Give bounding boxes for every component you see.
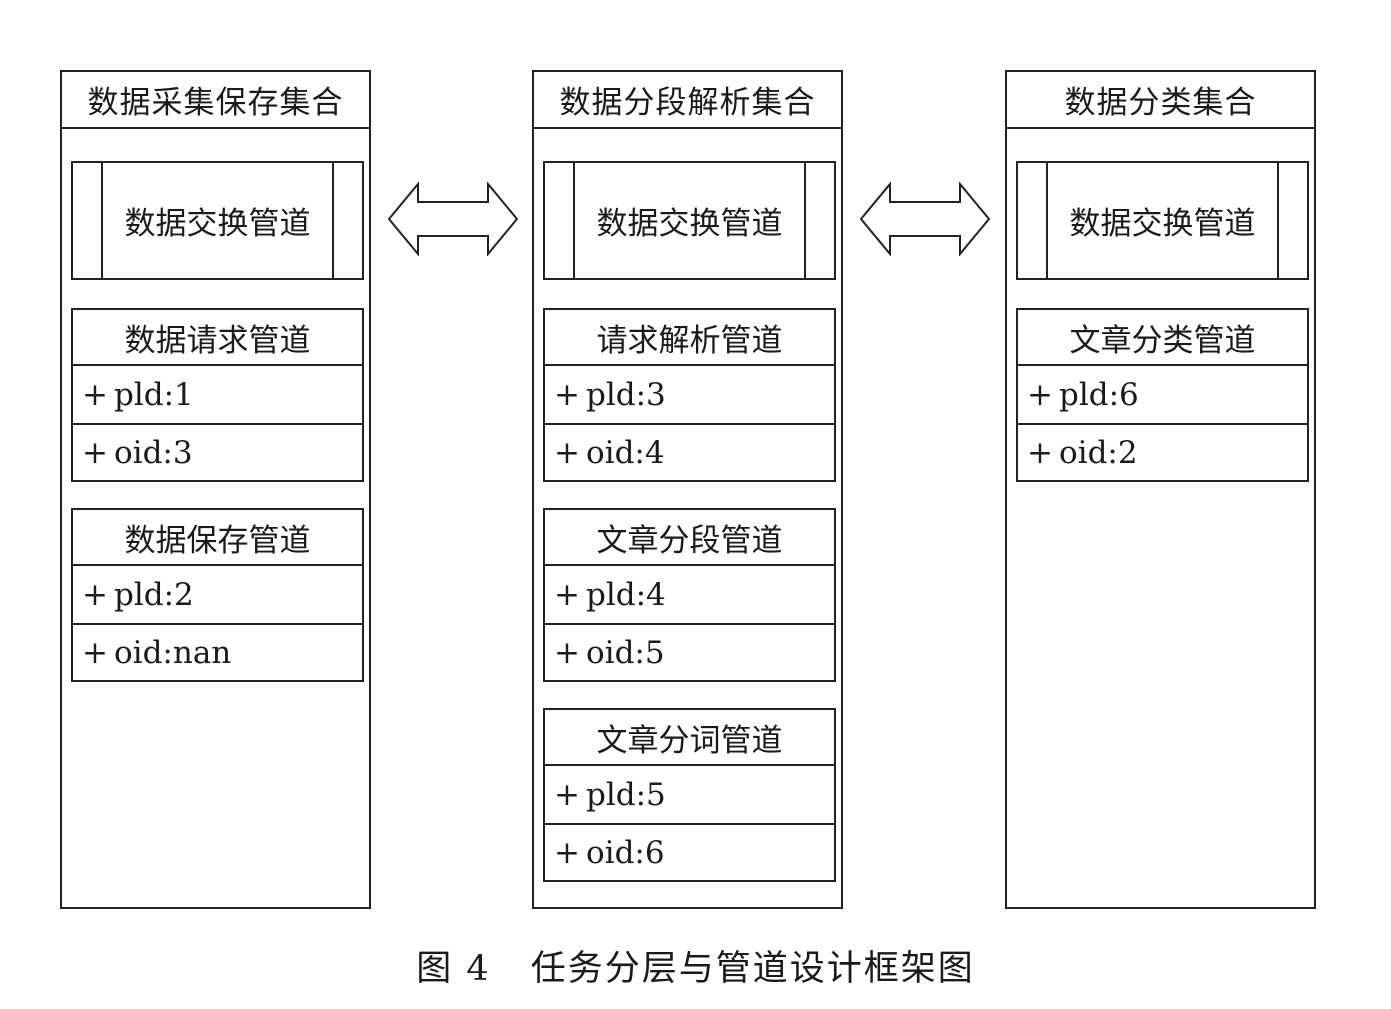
figure-caption: 图 4 任务分层与管道设计框架图 bbox=[0, 940, 1391, 991]
plus-sign: + bbox=[1027, 376, 1053, 413]
plus-sign: + bbox=[82, 376, 108, 413]
pipe-data-request: 数据请求管道 +pld:1 +oid:3 bbox=[71, 308, 364, 482]
pipe-row: +pld:6 bbox=[1018, 366, 1307, 423]
plus-sign: + bbox=[82, 634, 108, 671]
pipe-row-value: pld:6 bbox=[1058, 376, 1139, 413]
figure-caption-text: 任务分层与管道设计框架图 bbox=[530, 949, 975, 989]
exchange-pipe-label: 数据交换管道 bbox=[596, 206, 783, 242]
exchange-pipe-right-bar bbox=[1277, 163, 1279, 278]
column-title: 数据采集保存集合 bbox=[62, 72, 369, 129]
pipe-request-parse: 请求解析管道 +pld:3 +oid:4 bbox=[543, 308, 836, 482]
exchange-pipe: 数据交换管道 bbox=[543, 161, 836, 280]
plus-sign: + bbox=[554, 834, 580, 871]
plus-sign: + bbox=[554, 576, 580, 613]
plus-sign: + bbox=[82, 434, 108, 471]
column-data-segment-parse: 数据分段解析集合 数据交换管道 请求解析管道 +pld:3 +oid:4 文章分… bbox=[532, 70, 843, 909]
pipe-row-value: oid:6 bbox=[585, 834, 665, 871]
pipe-row: +oid:6 bbox=[545, 823, 834, 880]
pipe-article-segment: 文章分段管道 +pld:4 +oid:5 bbox=[543, 508, 836, 682]
pipe-row: +oid:nan bbox=[73, 623, 362, 680]
exchange-pipe: 数据交换管道 bbox=[71, 161, 364, 280]
pipe-row-value: pld:5 bbox=[585, 776, 666, 813]
pipe-row-value: oid:2 bbox=[1058, 434, 1138, 471]
column-data-collect-save: 数据采集保存集合 数据交换管道 数据请求管道 +pld:1 +oid:3 数据保… bbox=[60, 70, 371, 909]
double-arrow-icon bbox=[859, 182, 991, 256]
pipe-row: +oid:3 bbox=[73, 423, 362, 480]
pipe-row: +pld:2 bbox=[73, 566, 362, 623]
pipe-row: +pld:4 bbox=[545, 566, 834, 623]
plus-sign: + bbox=[1027, 434, 1053, 471]
pipe-row-value: pld:3 bbox=[585, 376, 666, 413]
pipe-title: 数据保存管道 bbox=[73, 510, 362, 566]
exchange-pipe-right-bar bbox=[804, 163, 806, 278]
exchange-pipe-left-bar bbox=[101, 163, 103, 278]
plus-sign: + bbox=[554, 776, 580, 813]
pipe-row-value: pld:1 bbox=[113, 376, 194, 413]
plus-sign: + bbox=[554, 376, 580, 413]
plus-sign: + bbox=[82, 576, 108, 613]
pipe-row-value: pld:4 bbox=[585, 576, 666, 613]
column-title: 数据分类集合 bbox=[1007, 72, 1314, 129]
plus-sign: + bbox=[554, 434, 580, 471]
pipe-row: +pld:1 bbox=[73, 366, 362, 423]
pipe-title: 文章分段管道 bbox=[545, 510, 834, 566]
column-title: 数据分段解析集合 bbox=[534, 72, 841, 129]
exchange-pipe-right-bar bbox=[332, 163, 334, 278]
exchange-pipe: 数据交换管道 bbox=[1016, 161, 1309, 280]
exchange-pipe-left-bar bbox=[573, 163, 575, 278]
figure-number: 图 4 bbox=[416, 949, 491, 989]
pipe-title: 数据请求管道 bbox=[73, 310, 362, 366]
pipe-row-value: oid:nan bbox=[113, 634, 232, 671]
pipe-row-value: pld:2 bbox=[113, 576, 194, 613]
column-data-classify: 数据分类集合 数据交换管道 文章分类管道 +pld:6 +oid:2 bbox=[1005, 70, 1316, 909]
pipe-article-tokenize: 文章分词管道 +pld:5 +oid:6 bbox=[543, 708, 836, 882]
pipe-row: +oid:4 bbox=[545, 423, 834, 480]
exchange-pipe-label: 数据交换管道 bbox=[1069, 206, 1256, 242]
pipe-title: 文章分词管道 bbox=[545, 710, 834, 766]
pipe-row-value: oid:4 bbox=[585, 434, 665, 471]
double-arrow-icon bbox=[387, 182, 519, 256]
pipe-data-save: 数据保存管道 +pld:2 +oid:nan bbox=[71, 508, 364, 682]
pipe-row-value: oid:5 bbox=[585, 634, 665, 671]
exchange-pipe-left-bar bbox=[1046, 163, 1048, 278]
pipe-title: 文章分类管道 bbox=[1018, 310, 1307, 366]
pipe-article-classify: 文章分类管道 +pld:6 +oid:2 bbox=[1016, 308, 1309, 482]
plus-sign: + bbox=[554, 634, 580, 671]
pipe-row-value: oid:3 bbox=[113, 434, 193, 471]
pipe-row: +oid:2 bbox=[1018, 423, 1307, 480]
pipe-row: +pld:3 bbox=[545, 366, 834, 423]
exchange-pipe-label: 数据交换管道 bbox=[124, 206, 311, 242]
pipe-title: 请求解析管道 bbox=[545, 310, 834, 366]
pipe-row: +pld:5 bbox=[545, 766, 834, 823]
pipe-row: +oid:5 bbox=[545, 623, 834, 680]
